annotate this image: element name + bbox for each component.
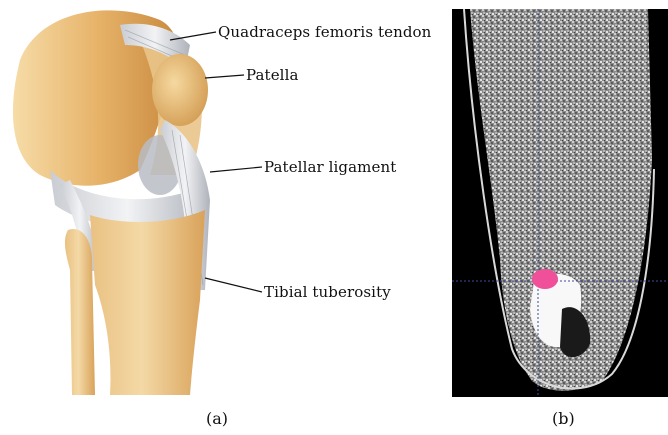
label-tibial-tuberosity: Tibial tuberosity bbox=[264, 283, 391, 301]
knee-anatomy-illustration bbox=[0, 0, 450, 400]
caption-b: (b) bbox=[552, 409, 575, 428]
label-patella: Patella bbox=[246, 66, 299, 84]
tibia-shape bbox=[90, 210, 205, 395]
knee-anatomy-drawing bbox=[0, 0, 450, 400]
ct-scan-image bbox=[452, 9, 668, 397]
ct-scan-drawing bbox=[452, 9, 668, 397]
label-quadriceps-tendon: Quadraceps femoris tendon bbox=[218, 23, 431, 41]
patella-shape bbox=[152, 54, 208, 126]
fibula-shape bbox=[65, 229, 95, 395]
caption-a: (a) bbox=[206, 409, 228, 428]
ct-marker-dot bbox=[532, 269, 558, 289]
label-patellar-ligament: Patellar ligament bbox=[264, 158, 396, 176]
